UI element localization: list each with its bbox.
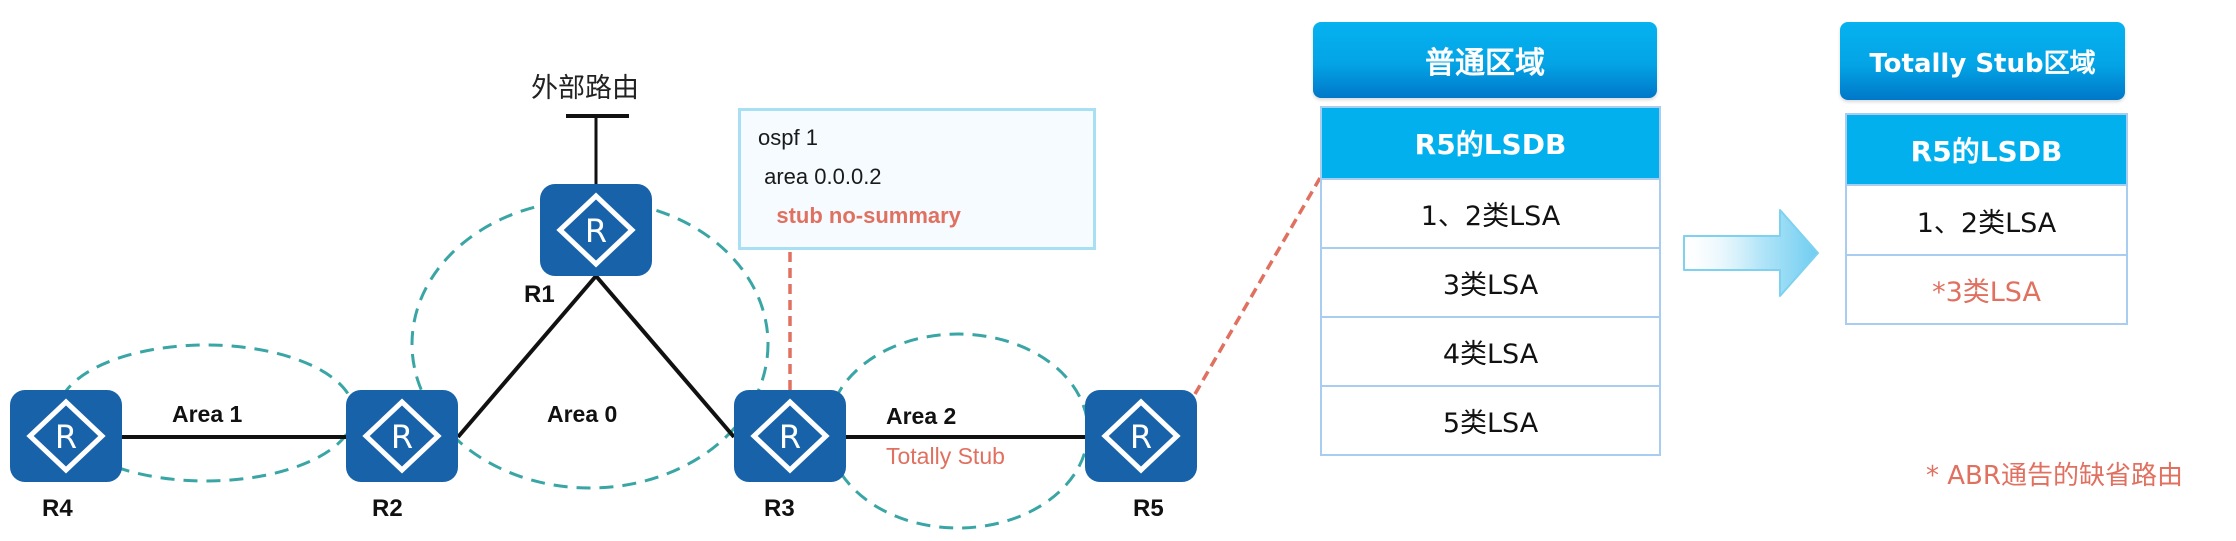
- lsdb-table-header: R5的LSDB: [1845, 113, 2128, 186]
- link-r2-r1: [456, 274, 598, 439]
- normal-area-lsdb-table: R5的LSDB 1、2类LSA 3类LSA 4类LSA 5类LSA: [1320, 106, 1661, 456]
- router-r5[interactable]: [1085, 390, 1197, 482]
- area-2-type-label: Totally Stub: [886, 443, 1005, 469]
- config-line-ospf: ospf 1: [758, 125, 818, 150]
- lsdb-row: 1、2类LSA: [1320, 178, 1661, 249]
- config-line-stub-no-summary: stub no-summary: [758, 203, 961, 228]
- area-2-boundary: [826, 332, 1090, 530]
- area-0-label: Area 0: [547, 401, 618, 427]
- router-r2[interactable]: [346, 390, 458, 482]
- router-label-r1: R1: [524, 281, 555, 308]
- router-label-r2: R2: [372, 495, 403, 522]
- transition-arrow-icon: [1683, 209, 1819, 297]
- external-route-label: 外部路由: [531, 73, 639, 104]
- normal-area-header: 普通区域: [1313, 22, 1657, 98]
- router-label-r4: R4: [42, 495, 73, 522]
- lsdb-table-header: R5的LSDB: [1320, 106, 1661, 180]
- footnote: * ABR通告的缺省路由: [1926, 461, 2183, 491]
- ospf-config-box: ospf 1 area 0.0.0.2 stub no-summary: [738, 108, 1096, 250]
- router-r1[interactable]: [540, 184, 652, 276]
- config-line-area: area 0.0.0.2: [758, 164, 882, 189]
- router-r3[interactable]: [734, 390, 846, 482]
- lsdb-row: 1、2类LSA: [1845, 184, 2128, 256]
- link-r1-r3: [594, 274, 736, 439]
- router-r4[interactable]: [10, 390, 122, 482]
- lsdb-row: 4类LSA: [1320, 316, 1661, 387]
- area-2-label: Area 2: [886, 403, 957, 429]
- totally-stub-area-header: Totally Stub区域: [1840, 22, 2125, 100]
- router-label-r5: R5: [1133, 495, 1164, 522]
- area-1-label: Area 1: [172, 401, 243, 427]
- router-label-r3: R3: [764, 495, 795, 522]
- lsdb-row: 3类LSA: [1320, 247, 1661, 318]
- totally-stub-lsdb-table: R5的LSDB 1、2类LSA *3类LSA: [1845, 113, 2128, 325]
- lsdb-callout-line: [1193, 177, 1322, 395]
- lsdb-row: 5类LSA: [1320, 385, 1661, 456]
- lsdb-row-default-route: *3类LSA: [1845, 254, 2128, 325]
